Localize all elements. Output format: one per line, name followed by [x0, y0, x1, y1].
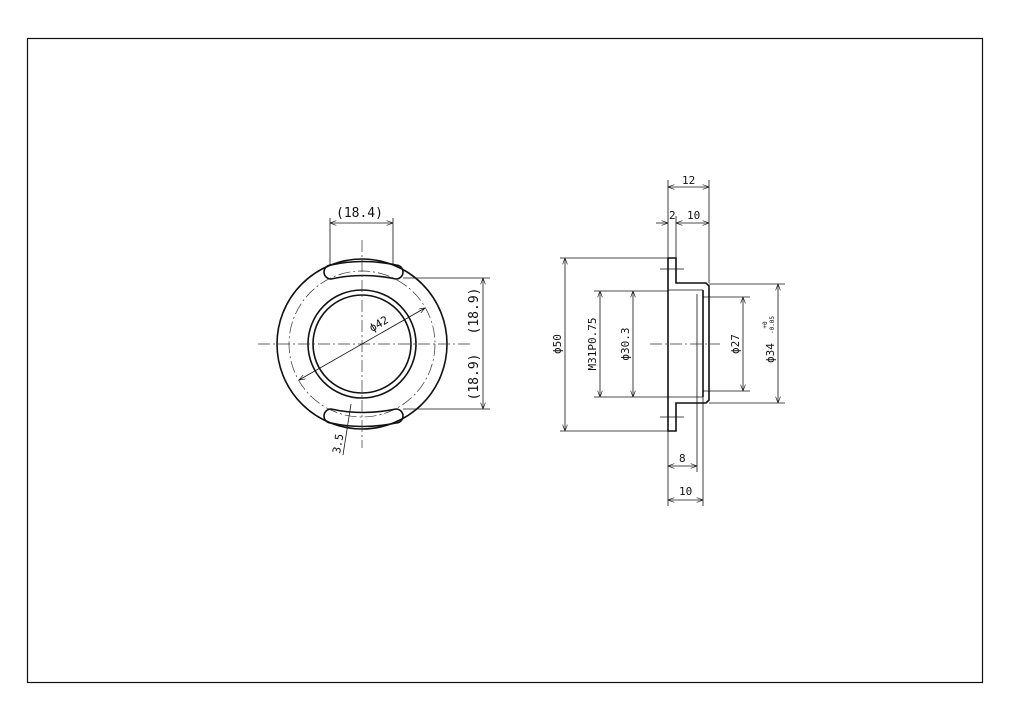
lower-slot — [323, 408, 404, 428]
dim-flange-thickness: 2 — [669, 209, 676, 222]
dim-body-length-top: 10 — [687, 209, 700, 222]
dim-bore: ϕ27 — [729, 334, 742, 354]
dim-thread-length: 8 — [679, 452, 686, 465]
tol-upper: +0 — [762, 321, 769, 329]
dim-thread: M31P0.75 — [586, 318, 599, 371]
dim-pcd: ϕ42 — [367, 313, 391, 334]
dim-upper-ref: (18.9) — [467, 288, 482, 335]
dim-thread-minor: ϕ30.3 — [619, 327, 632, 360]
dim-body-length-bottom: 10 — [679, 485, 692, 498]
upper-slot — [323, 260, 404, 280]
dim-width-ref: (18.4) — [336, 206, 383, 221]
front-view: (18.4) (18.9) (18.9) ϕ42 3.5 — [258, 206, 490, 456]
dim-flange-dia: ϕ50 — [551, 334, 564, 354]
dim-slot-width: 3.5 — [330, 433, 346, 455]
drawing-frame — [26, 37, 984, 684]
tol-lower: -0.05 — [769, 316, 776, 334]
side-view: 12 2 10 ϕ50 M31P0.75 ϕ30.3 ϕ27 ϕ34 +0 -0… — [551, 174, 785, 506]
dim-overall-length: 12 — [682, 174, 695, 187]
dim-body-dia: ϕ34 — [764, 343, 777, 363]
dim-lower-ref: (18.9) — [467, 354, 482, 401]
